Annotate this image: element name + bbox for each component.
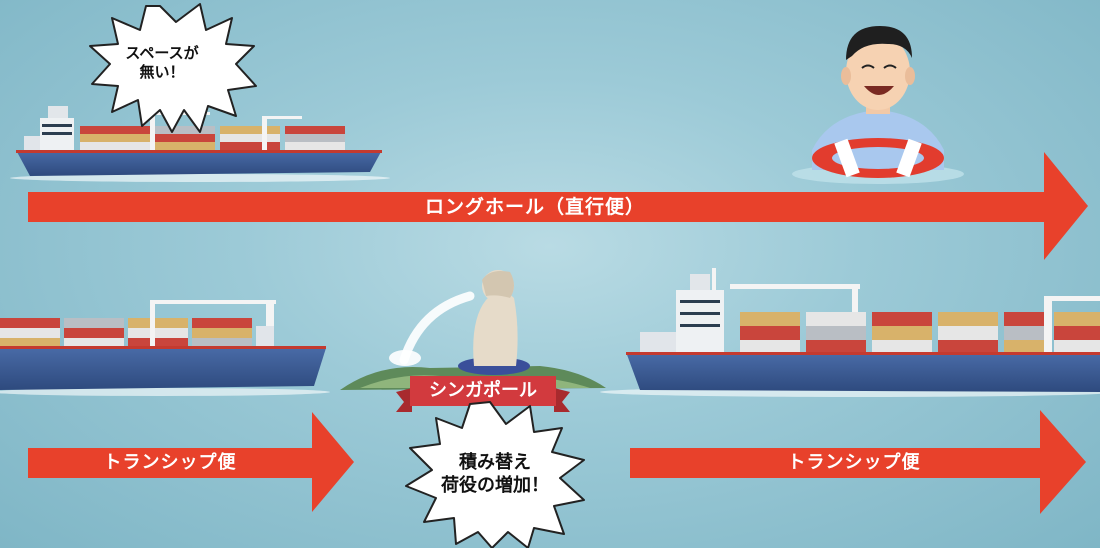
transship-bubble-line1: 積み替え [459,452,531,473]
transship-right-arrow-label: トランシップ便 [787,452,921,473]
merlion-icon [340,270,606,390]
transship-bubble-text: 積み替え 荷役の増加！ [430,452,560,497]
speech-burst-icon [405,401,585,548]
transship-left-arrow-shape [28,412,354,512]
longhaul-bubble-line2: 無い！ [139,62,185,81]
longhaul-bubble-line1: スペースが [125,44,199,62]
transship-bubble-line2: 荷役の増加！ [441,474,549,496]
port-banner-label: シンガポール [429,380,537,401]
transship-left-arrow-label: トランシップ便 [103,452,237,473]
speech-burst-icon [89,3,257,133]
transship-right-arrow-shape [630,410,1086,514]
longhaul-arrow-label: ロングホール（直行便） [424,196,645,218]
longhaul-arrow-shape [28,152,1088,260]
cargo-ship-icon [0,300,330,396]
cargo-ship-icon [600,268,1100,397]
longhaul-bubble-text: スペースが 無い！ [112,44,212,82]
man-with-lifebuoy-icon [792,26,964,184]
port-banner-shape [396,376,570,412]
cargo-ship-icon [10,106,390,182]
